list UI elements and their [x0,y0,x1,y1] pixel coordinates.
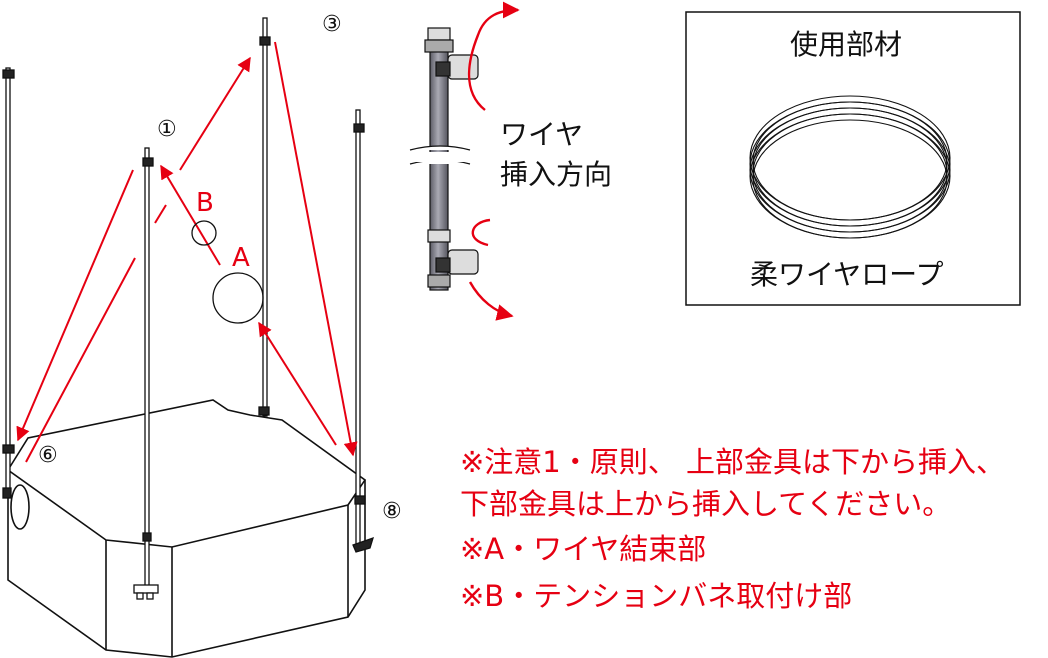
note-point-a: ※A・ワイヤ結束部 [460,532,707,566]
label-point-b: B [196,188,214,218]
wire-rope-coil-icon [749,95,951,239]
label-pos6: ⑥ [38,443,58,468]
lower-fitting [427,229,479,288]
point-a-marker [212,272,264,324]
pipe-fitting-illustration [408,1,520,321]
insert-direction-label-line2: 挿入方向 [500,158,613,191]
poles [2,17,374,600]
label-pos3: ③ [322,12,342,37]
insert-direction-label-line1: ワイヤ [500,118,584,151]
materials-box [685,11,1021,306]
tank-body [6,399,367,658]
arrow-to-a [258,321,337,446]
wire-route-arrows [16,41,358,463]
note-line-2: 下部金具は上から挿入してください。 [460,487,952,521]
label-point-a: A [232,243,250,273]
pole-right [352,109,374,553]
wire-line-dash [154,204,167,224]
note-point-b: ※B・テンションバネ取付け部 [460,579,853,613]
pole-left [2,67,15,499]
tank-hole [10,484,30,530]
arrow-to-pos1 [160,164,221,266]
arrow-to-pos8 [274,41,358,457]
arrow-to-pos3 [179,56,251,171]
wire-line [25,257,136,463]
upper-fitting [424,27,479,80]
pole-3 [258,17,271,417]
pole-1 [133,147,159,600]
note-line-1: ※注意1・原則、 上部金具は下から挿入、 [460,445,1005,479]
label-pos8: ⑧ [382,499,402,524]
materials-box-title: 使用部材 [790,28,903,61]
label-pos1: ① [157,117,177,142]
arrow-to-pos6 [16,169,134,442]
point-b-marker [191,220,217,246]
materials-item-label: 柔ワイヤロープ [750,258,944,291]
